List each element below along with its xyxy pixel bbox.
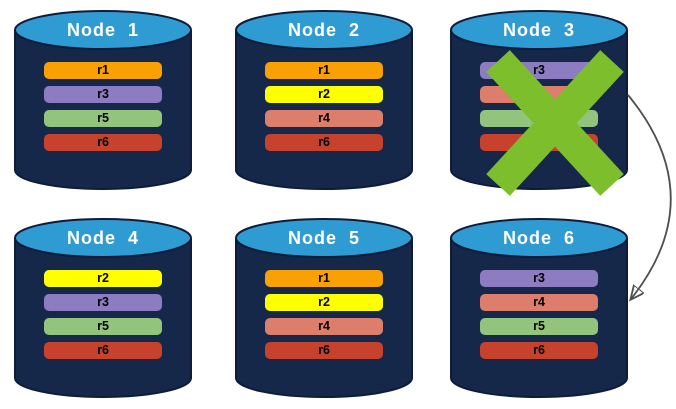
node-2: Node 2 r1 r2 r4 r6 bbox=[235, 9, 413, 201]
replica-bar: r1 bbox=[265, 62, 383, 79]
node-6: Node 6 r3 r4 r5 r6 bbox=[450, 217, 628, 409]
replica-bar: r5 bbox=[44, 318, 162, 335]
node-1: Node 1 r1 r3 r5 r6 bbox=[14, 9, 192, 201]
node-title: Node 4 bbox=[66, 228, 139, 248]
replica-bar: r3 bbox=[44, 86, 162, 103]
replica-bar: r6 bbox=[44, 134, 162, 151]
replica-bar: r5 bbox=[44, 110, 162, 127]
node-5: Node 5 r1 r2 r4 r6 bbox=[235, 217, 413, 409]
replica-bar: r3 bbox=[480, 62, 598, 79]
node-title: Node 3 bbox=[502, 20, 575, 40]
node-title: Node 1 bbox=[66, 20, 139, 40]
replica-bar: r4 bbox=[480, 294, 598, 311]
replica-bar: r6 bbox=[44, 342, 162, 359]
replica-bar: r5 bbox=[480, 110, 598, 127]
replica-bar: r6 bbox=[265, 134, 383, 151]
replica-bar: r3 bbox=[480, 270, 598, 287]
replica-bar: r4 bbox=[265, 110, 383, 127]
replica-bar: r4 bbox=[265, 318, 383, 335]
node-title: Node 5 bbox=[287, 228, 360, 248]
node-title: Node 6 bbox=[502, 228, 575, 248]
replica-bar: r2 bbox=[44, 270, 162, 287]
replica-bar: r2 bbox=[265, 294, 383, 311]
replica-bar: r5 bbox=[480, 318, 598, 335]
replica-bar: r1 bbox=[265, 270, 383, 287]
replica-bar: r2 bbox=[265, 86, 383, 103]
node-3: Node 3 r3 r4 r5 r6 bbox=[450, 9, 628, 201]
replica-bar: r6 bbox=[480, 342, 598, 359]
replica-bar: r3 bbox=[44, 294, 162, 311]
node-title: Node 2 bbox=[287, 20, 360, 40]
replica-bar: r1 bbox=[44, 62, 162, 79]
node-4: Node 4 r2 r3 r5 r6 bbox=[14, 217, 192, 409]
replica-bar: r6 bbox=[480, 134, 598, 151]
replica-bar: r4 bbox=[480, 86, 598, 103]
replica-bar: r6 bbox=[265, 342, 383, 359]
